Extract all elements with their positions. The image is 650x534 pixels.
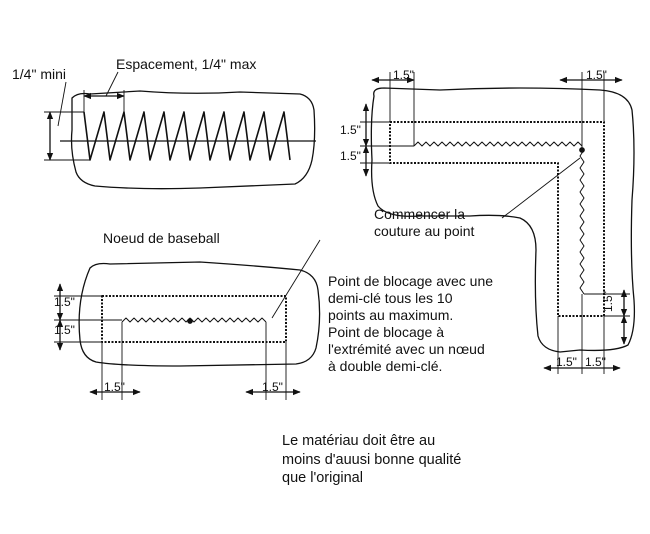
lock-note-line2: demi-clé tous les 10 <box>328 290 453 306</box>
dim-top-right: 1.5" <box>586 68 607 82</box>
lock-note-line5: l'extrémité avec un nœud <box>328 341 485 357</box>
lock-leader <box>271 239 321 319</box>
baseball-knot-patch <box>44 71 316 190</box>
start-label-line2: couture au point <box>374 223 475 239</box>
lock-note-line1: Point de blocage avec une <box>328 273 493 289</box>
dim-left-lower: 1.5" <box>340 149 361 163</box>
rect-zigzag <box>121 317 267 323</box>
lock-note-line3: points au maximum. <box>328 307 453 323</box>
rect-stitch-border <box>101 295 287 343</box>
l-shaped-patch <box>360 72 636 374</box>
rectangle-patch <box>54 239 321 400</box>
spacing-leader <box>105 71 119 97</box>
baseball-knot-label: Noeud de baseball <box>103 230 220 246</box>
material-note-line2: moins d'auusi bonne qualité <box>282 452 461 468</box>
baseball-zigzag-stitch <box>83 111 291 161</box>
lock-note-line4: Point de blocage à <box>328 324 444 340</box>
rect-start-point <box>187 318 193 324</box>
rect-dim-bottom-left: 1.5" <box>104 380 125 394</box>
dim-bottom-b: 1.5" <box>585 355 606 369</box>
dim-left-upper: 1.5" <box>340 123 361 137</box>
min-leader <box>57 81 67 127</box>
rect-dim-left-upper: 1.5" <box>54 295 75 309</box>
rect-dim-left-lower: 1.5" <box>54 323 75 337</box>
dim-top-left: 1.5" <box>393 68 414 82</box>
start-leader <box>501 157 581 219</box>
l-zigzag-horizontal <box>413 141 583 147</box>
spacing-label: Espacement, 1/4" max <box>116 56 256 72</box>
patch-outline <box>70 90 316 190</box>
rect-patch-outline <box>78 261 321 367</box>
dim-right-vertical: 1.5" <box>601 291 615 312</box>
min-label: 1/4" mini <box>12 66 66 82</box>
material-note-line1: Le matériau doit être au <box>282 433 435 449</box>
lock-note-line6: à double demi-clé. <box>328 358 442 374</box>
start-label-line1: Commencer la <box>374 206 465 222</box>
l-patch-outline <box>370 87 636 353</box>
dim-bottom-a: 1.5" <box>556 355 577 369</box>
material-note-line3: que l'original <box>282 470 363 486</box>
labels: 1/4" mini Espacement, 1/4" max Noeud de … <box>12 56 615 486</box>
rect-dim-bottom-right: 1.5" <box>262 380 283 394</box>
l-zigzag-vertical <box>579 149 585 295</box>
